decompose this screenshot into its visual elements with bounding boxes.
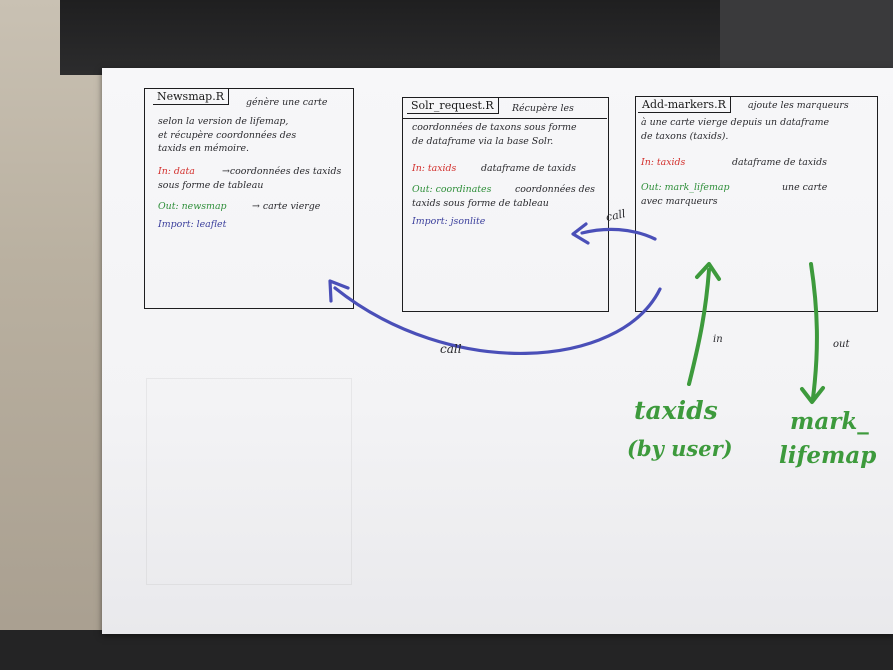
call-arrow-to-newsmap xyxy=(333,286,662,355)
solr-in-label: In: taxids xyxy=(412,163,457,174)
newsmap-card: Newsmap.R xyxy=(144,88,354,309)
addmarkers-desc-3: de taxons (taxids). xyxy=(641,131,729,142)
newsmap-desc-3: et récupère coordonnées des xyxy=(158,130,297,141)
newsmap-desc-2: selon la version de lifemap, xyxy=(158,116,289,127)
taxids-label: taxids xyxy=(634,396,718,425)
in-arrow xyxy=(687,268,711,386)
solr-desc-2: coordonnées de taxons sous forme xyxy=(412,122,577,133)
addmarkers-in-desc: dataframe de taxids xyxy=(732,157,827,168)
solr-out-desc: coordonnées des xyxy=(515,184,595,195)
background-bottom xyxy=(0,630,893,670)
newsmap-title: Newsmap.R xyxy=(153,89,230,105)
solr-card: Solr_request.R xyxy=(402,97,609,312)
addmarkers-title: Add-markers.R xyxy=(638,97,731,113)
newsmap-out-desc: → carte vierge xyxy=(252,201,321,212)
call-arrow-to-solr xyxy=(580,227,657,241)
taxids-by-user-label: (by user) xyxy=(627,436,733,461)
call-arrow-to-newsmap-head xyxy=(328,279,350,303)
newsmap-out-label: Out: newsmap xyxy=(158,201,227,212)
solr-out-desc-2: taxids sous forme de tableau xyxy=(412,198,549,209)
out-label: out xyxy=(833,339,850,350)
background-top xyxy=(60,0,760,75)
in-arrow-head xyxy=(695,262,721,281)
solr-desc-1: Récupère les xyxy=(512,103,574,114)
addmarkers-desc-2: à une carte vierge depuis un dataframe xyxy=(641,117,830,128)
out-arrow xyxy=(809,262,819,400)
addmarkers-out-desc: une carte xyxy=(782,182,828,193)
newsmap-desc-4: taxids en mémoire. xyxy=(158,143,249,154)
newsmap-desc-1: génère une carte xyxy=(246,97,328,108)
addmarkers-out-label: Out: mark_lifemap xyxy=(641,182,730,193)
solr-title-underline xyxy=(402,118,607,119)
ghost-card-bleed xyxy=(146,378,352,585)
solr-out-label: Out: coordinates xyxy=(412,184,492,195)
newsmap-import: Import: leaflet xyxy=(158,219,227,230)
solr-import: Import: jsonlite xyxy=(412,216,486,227)
mark-lifemap-label-1: mark_ xyxy=(790,408,869,435)
newsmap-in-desc: →coordonnées des taxids xyxy=(222,166,342,177)
newsmap-in-label: In: data xyxy=(158,166,195,177)
background-left xyxy=(0,0,120,670)
call-arrow-to-solr-head xyxy=(571,222,590,245)
call-label-bottom: call xyxy=(440,342,462,356)
solr-in-desc: dataframe de taxids xyxy=(481,163,576,174)
background-right-top xyxy=(720,0,893,80)
solr-title: Solr_request.R xyxy=(407,98,499,114)
in-label: in xyxy=(713,334,723,345)
mark-lifemap-label-2: lifemap xyxy=(779,442,877,469)
addmarkers-in-label: In: taxids xyxy=(641,157,686,168)
out-arrow-head xyxy=(800,386,825,404)
newsmap-in-desc-2: sous forme de tableau xyxy=(158,180,264,191)
addmarkers-out-desc-2: avec marqueurs xyxy=(641,196,718,207)
addmarkers-desc-1: ajoute les marqueurs xyxy=(748,100,849,111)
addmarkers-card: Add-markers.R xyxy=(635,96,878,312)
solr-desc-3: de dataframe via la base Solr. xyxy=(412,136,554,147)
